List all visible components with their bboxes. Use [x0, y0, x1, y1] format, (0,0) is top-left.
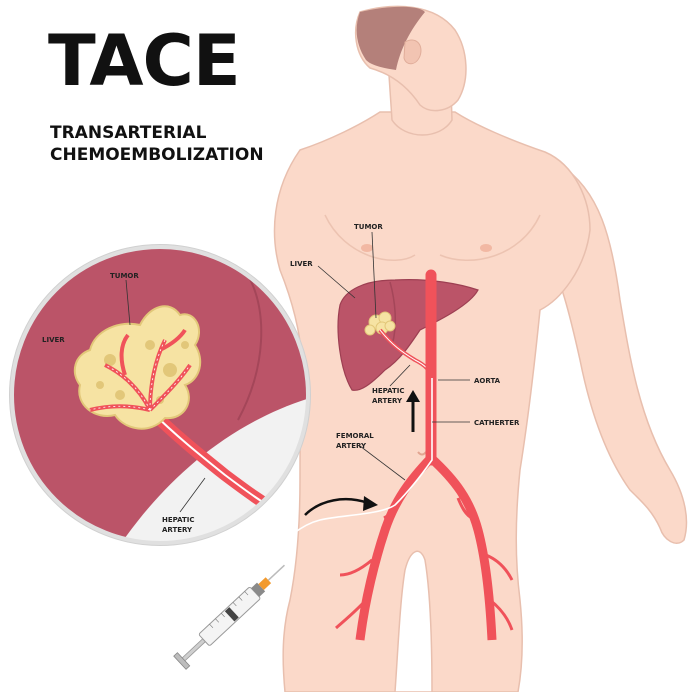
label-liver-body: LIVER — [290, 260, 313, 268]
label-liver-zoom: LIVER — [42, 336, 65, 344]
zoom-circle — [0, 240, 320, 560]
label-aorta: AORTA — [474, 377, 501, 385]
label-femoral-1: FEMORAL — [336, 432, 374, 440]
subtitle-line-1: TRANSARTERIAL — [50, 122, 264, 144]
label-hepatic-zoom-2: ARTERY — [162, 526, 193, 534]
page-title: TACE — [48, 26, 240, 96]
right-nipple — [480, 244, 492, 252]
label-hepatic-body-2: ARTERY — [372, 397, 403, 405]
human-body — [275, 6, 687, 692]
label-femoral-2: ARTERY — [336, 442, 367, 450]
syringe — [174, 559, 291, 670]
label-hepatic-body-1: HEPATIC — [372, 387, 405, 395]
page-subtitle: TRANSARTERIAL CHEMOEMBOLIZATION — [50, 122, 264, 166]
left-nipple — [361, 244, 373, 252]
label-catheter: CATHERTER — [474, 419, 520, 427]
label-hepatic-zoom-1: HEPATIC — [162, 516, 195, 524]
subtitle-line-2: CHEMOEMBOLIZATION — [50, 144, 264, 166]
label-tumor-body: TUMOR — [354, 223, 383, 231]
label-tumor-zoom: TUMOR — [110, 272, 139, 280]
